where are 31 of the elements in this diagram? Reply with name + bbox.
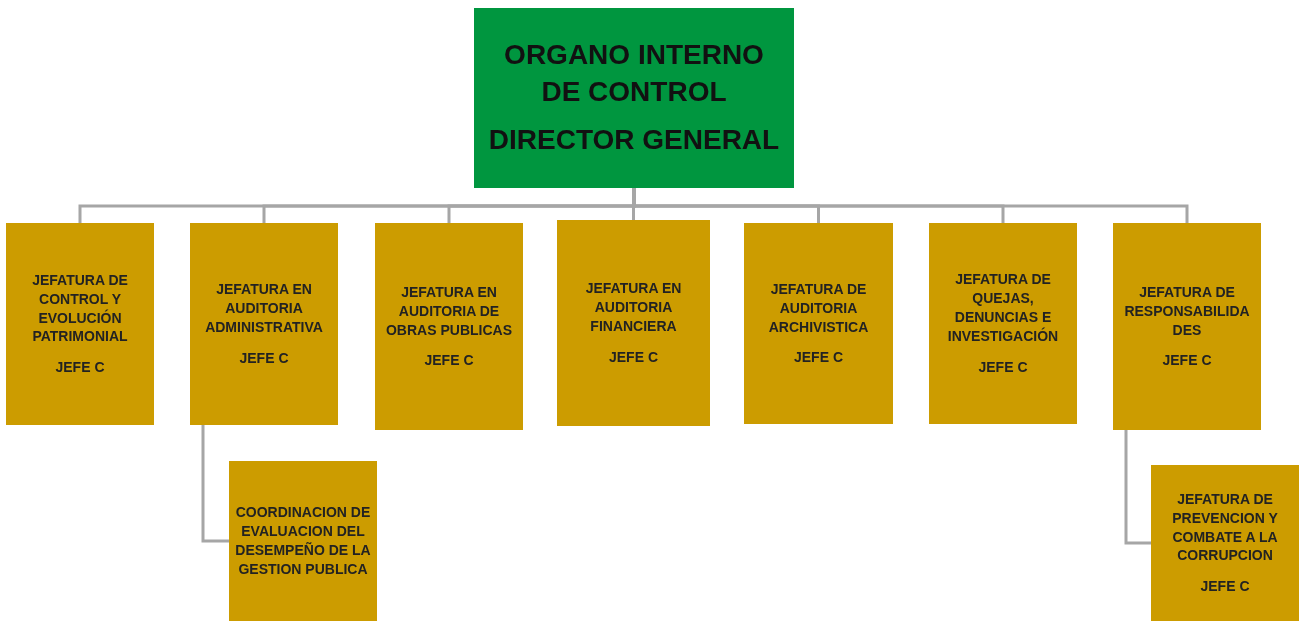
box-subtitle: JEFE C xyxy=(978,357,1028,377)
director-box xyxy=(474,8,794,188)
box-title: JEFATURA DE PREVENCION Y COMBATE A LA CORRUPCION xyxy=(1171,489,1279,566)
box-title: ORGANO INTERNO DE CONTROL xyxy=(503,38,765,109)
department-box xyxy=(190,223,338,425)
connector-line xyxy=(1124,430,1151,545)
box-title: JEFATURA EN AUDITORIA ADMINISTRATIVA xyxy=(204,280,324,337)
box-title: JEFATURA EN AUDITORIA FINANCIERA xyxy=(584,279,683,336)
department-box xyxy=(744,223,893,424)
box-title: JEFATURA DE AUDITORIA ARCHIVISTICA xyxy=(767,279,870,337)
box-subtitle: JEFE C xyxy=(239,348,289,368)
box-subtitle: JEFE C xyxy=(1200,577,1250,597)
department-box xyxy=(229,461,377,621)
box-subtitle: JEFE C xyxy=(609,347,658,367)
box-subtitle: JEFE C xyxy=(794,348,843,368)
box-subtitle: JEFE C xyxy=(1162,351,1212,371)
department-box xyxy=(929,223,1077,424)
box-subtitle: DIRECTOR GENERAL xyxy=(488,123,780,158)
department-box xyxy=(375,223,523,430)
box-title: JEFATURA DE RESPONSABILIDA DES xyxy=(1123,282,1251,340)
box-title: JEFATURA DE QUEJAS, DENUNCIAS E INVESTIGACIÓN xyxy=(946,270,1060,346)
department-box xyxy=(557,220,710,426)
box-subtitle: JEFE C xyxy=(424,351,474,371)
box-subtitle: JEFE C xyxy=(55,358,105,378)
department-box xyxy=(1113,223,1261,430)
connector-line xyxy=(201,425,229,543)
box-title: JEFATURA EN AUDITORIA DE OBRAS PUBLICAS xyxy=(385,282,513,340)
box-title: COORDINACION DE EVALUACION DEL DESEMPEÑO DE LA GESTION PUBLICA xyxy=(234,503,372,579)
department-box xyxy=(6,223,154,425)
department-box xyxy=(1151,465,1299,621)
box-title: JEFATURA DE CONTROL Y EVOLUCIÓN PATRIMONIAL xyxy=(31,270,129,347)
